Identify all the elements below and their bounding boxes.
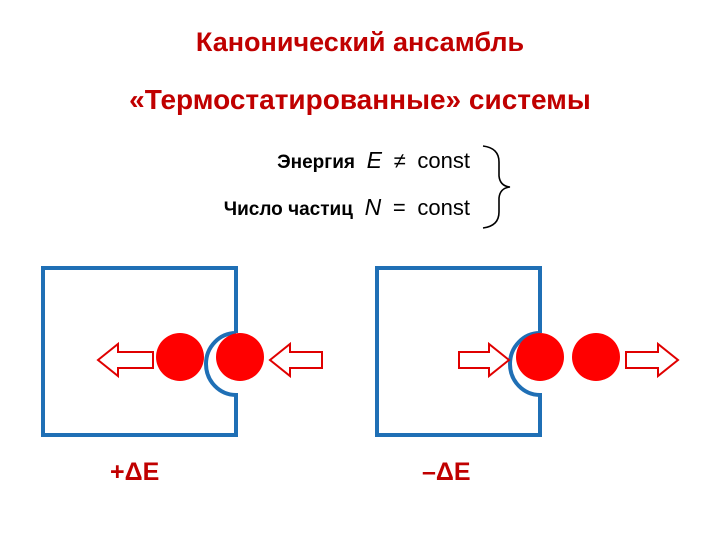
particle-boundary-left	[216, 333, 264, 381]
arrow-right-icon	[458, 341, 511, 379]
page-subtitle: «Термостатированные» системы	[129, 84, 591, 115]
system-box-right	[375, 266, 542, 437]
panel-energy-loss	[375, 266, 680, 437]
energy-symbol: E	[366, 147, 382, 173]
particle-count-label: Число частиц	[223, 199, 353, 220]
particle-outside-right	[572, 333, 620, 381]
page-title: Канонический ансамбль	[195, 27, 525, 57]
particle-count-value: const	[417, 195, 470, 220]
system-box-left	[41, 266, 238, 437]
energy-gain-label: +ΔE	[110, 458, 160, 486]
particle-count-condition: Число частиц N = const	[0, 194, 470, 221]
particle-count-relation: =	[392, 195, 406, 220]
arrow-left-icon	[268, 341, 323, 379]
energy-relation: ≠	[393, 148, 406, 173]
energy-loss-label: –ΔE	[422, 458, 471, 486]
curly-brace	[482, 145, 511, 229]
particle-count-symbol: N	[364, 194, 382, 220]
particle-inside-right	[516, 333, 564, 381]
arrow-left-icon	[96, 341, 154, 379]
energy-condition: Энергия E ≠ const	[0, 147, 470, 174]
particle-inside-left	[156, 333, 204, 381]
energy-label: Энергия	[277, 152, 355, 173]
panel-energy-gain	[41, 266, 323, 437]
energy-value: const	[417, 148, 470, 173]
arrow-right-icon	[625, 341, 680, 379]
